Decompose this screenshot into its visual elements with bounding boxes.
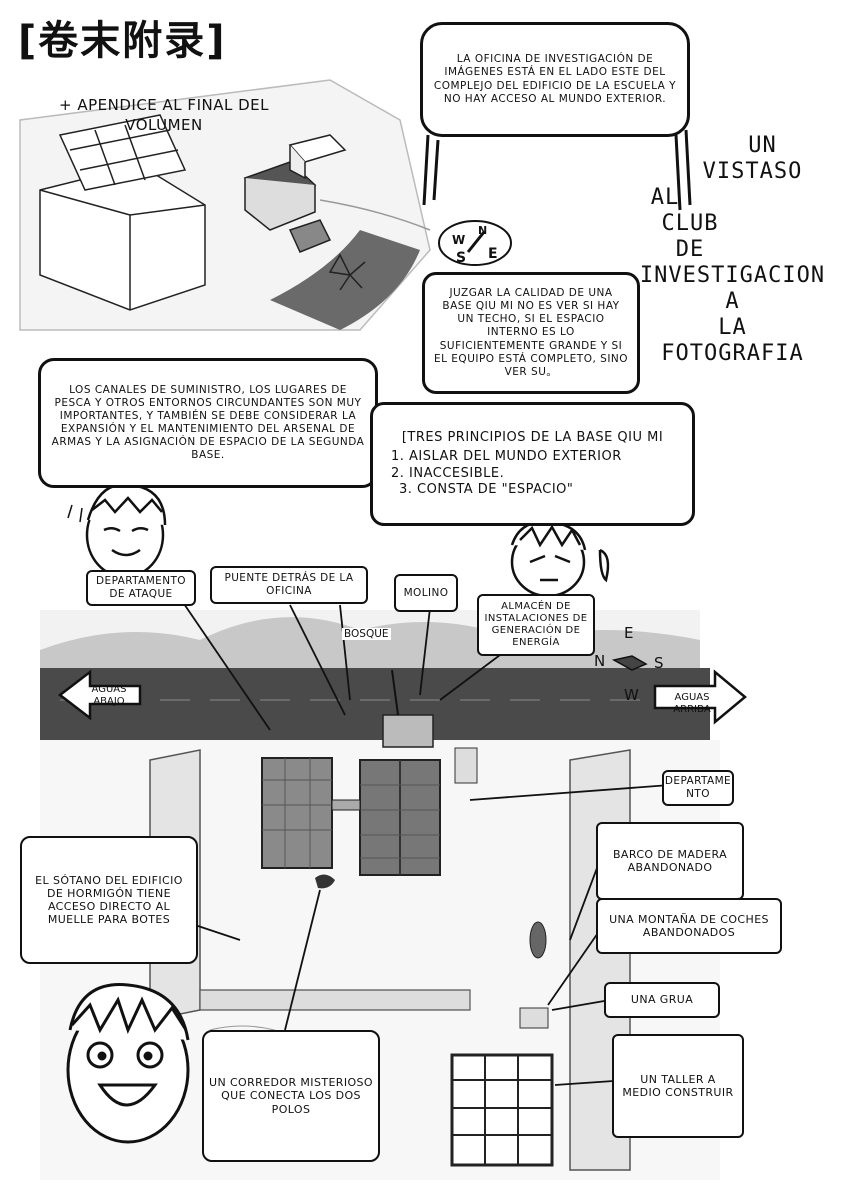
compass-map-graphic [611, 655, 648, 671]
label-attack-dept: DEPARTAMENTO DE ATAQUE [86, 570, 196, 606]
principle-3: 3. CONSTA DE "ESPACIO" [399, 481, 574, 497]
vt-line-4: CLUB [661, 211, 719, 236]
compass-map-n: N [594, 652, 606, 670]
label-crane: UNA GRUA [604, 982, 720, 1018]
compass-top-s: S [456, 250, 467, 266]
compass-map-s: S [654, 654, 664, 672]
label-warehouse: ALMACÉN DE INSTALACIONES DE GENERACIÓN D… [477, 594, 595, 656]
top-info-box: LA OFICINA DE INVESTIGACIÓN DE IMÁGENES … [420, 22, 690, 137]
judge-note-box: JUZGAR LA CALIDAD DE UNA BASE QIU MI NO … [422, 272, 640, 394]
vt-line-8: LA [718, 315, 747, 340]
compass-top-w: W [452, 233, 466, 247]
signpost-frame [422, 129, 692, 211]
label-cars: UNA MONTAÑA DE COCHES ABANDONADOS [596, 898, 782, 954]
vt-line-3: AL [650, 185, 680, 210]
chibi-face-smug [67, 483, 167, 579]
vt-line-7: A [725, 289, 740, 314]
compass-map-w: W [624, 686, 639, 704]
label-basement: EL SÓTANO DEL EDIFICIO DE HORMIGÓN TIENE… [20, 836, 198, 964]
principles-box: [TRES PRINCIPIOS DE LA BASE QIU MI 1. AI… [370, 402, 695, 526]
top-aerial-view [19, 79, 431, 331]
compass-top-n: N [478, 224, 488, 237]
label-forest: BOSQUE [342, 628, 391, 640]
principle-2: 2. INACCESIBLE. [391, 465, 505, 481]
principles-heading: [TRES PRINCIPIOS DE LA BASE QIU MI [401, 430, 664, 445]
label-mill: MOLINO [394, 574, 458, 612]
compass-top-graphic [438, 220, 512, 266]
label-workshop: UN TALLER A MEDIO CONSTRUIR [612, 1034, 744, 1138]
vt-line-1: UN [748, 133, 777, 158]
compass-map-e: E [624, 624, 634, 642]
vt-line-5: DE [675, 237, 705, 262]
vt-line-9: FOTOGRAFIA [661, 341, 804, 366]
label-corridor: UN CORREDOR MISTERIOSO QUE CONECTA LOS D… [202, 1030, 380, 1162]
label-downstream: AGUAS ABAJO [91, 684, 127, 707]
label-bridge: PUENTE DETRÁS DE LA OFICINA [210, 566, 368, 604]
page-title: [卷末附录] [18, 18, 227, 64]
label-boat: BARCO DE MADERA ABANDONADO [596, 822, 744, 900]
vertical-title: UN VISTASO AL CLUB DE INVESTIGACION A LA… [620, 135, 845, 365]
principle-1: 1. AISLAR DEL MUNDO EXTERIOR [391, 449, 622, 465]
page-subtitle: + APENDICE AL FINAL DEL VOLUMEN [59, 96, 269, 135]
label-upstream: AGUAS ARRIBA [673, 692, 711, 715]
compass-top-e: E [488, 246, 498, 262]
vt-line-2: VISTASO [702, 159, 803, 184]
chibi-face-annoyed [510, 520, 610, 598]
label-department: DEPARTAME NTO [662, 770, 734, 806]
chibi-face-happy [66, 983, 190, 1144]
vt-line-6: INVESTIGACION [639, 263, 826, 288]
river-arrows [57, 669, 747, 725]
supply-note-box: LOS CANALES DE SUMINISTRO, LOS LUGARES D… [38, 358, 378, 488]
